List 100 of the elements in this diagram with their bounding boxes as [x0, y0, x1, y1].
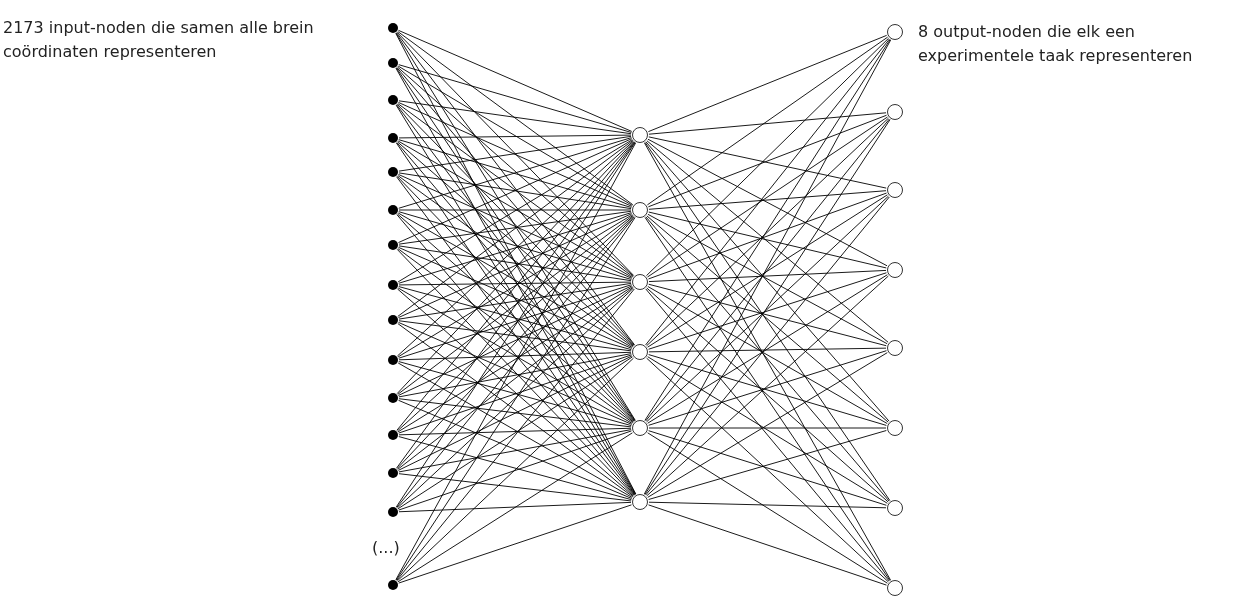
input-description: 2173 input-noden die samen alle brein coördinaten representeren: [3, 17, 315, 63]
connection-line: [397, 31, 634, 206]
input-dot: [388, 95, 398, 105]
node-circle: [887, 262, 903, 278]
input-dot: [388, 58, 398, 68]
node-circle: [632, 494, 648, 510]
output-description: 8 output-noden die elk een experimentele taak representeren: [918, 21, 1194, 67]
connection-line: [398, 102, 633, 207]
connection-line: [646, 36, 889, 206]
connection-line: [396, 31, 635, 276]
connection-line: [648, 504, 887, 586]
connection-line: [648, 112, 887, 135]
connection-line: [648, 269, 887, 283]
connection-line: [396, 288, 635, 581]
connection-line: [648, 501, 887, 509]
connection-line: [397, 248, 634, 424]
node-circle: [632, 202, 648, 218]
connection-line: [398, 64, 632, 133]
connection-line: [645, 38, 890, 346]
connection-line: [395, 217, 636, 581]
connection-line: [397, 66, 634, 277]
input-dot: [388, 355, 398, 365]
connection-line: [397, 65, 633, 206]
input-dot: [388, 240, 398, 250]
node-circle: [887, 24, 903, 40]
connection-line: [397, 432, 633, 583]
connection-line: [648, 211, 887, 269]
node-circle: [887, 182, 903, 198]
connection-line: [398, 354, 632, 434]
connection-line: [398, 430, 632, 511]
node-circle: [887, 104, 903, 120]
node-circle: [887, 420, 903, 436]
connection-line: [398, 361, 632, 427]
connection-line: [644, 217, 891, 581]
connection-line: [648, 427, 887, 429]
connection-line: [648, 136, 887, 189]
connection-line: [398, 399, 633, 499]
connection-line: [647, 34, 888, 133]
input-dot: [388, 580, 398, 590]
connection-line: [398, 351, 632, 361]
connection-line: [395, 142, 637, 581]
input-dot: [388, 167, 398, 177]
node-circle: [887, 340, 903, 356]
connection-line: [398, 504, 632, 584]
connection-line: [648, 190, 887, 210]
node-circle: [887, 580, 903, 596]
connection-line: [398, 281, 632, 286]
connection-line: [396, 357, 634, 582]
input-dot: [388, 430, 398, 440]
connection-line: [647, 138, 888, 267]
connection-line: [647, 116, 888, 278]
connection-line: [397, 323, 634, 498]
node-circle: [632, 420, 648, 436]
connection-line: [398, 210, 632, 245]
connection-line: [398, 282, 632, 320]
connection-line: [645, 288, 890, 582]
connection-line: [397, 139, 634, 317]
connection-line: [644, 39, 891, 421]
connection-line: [398, 436, 632, 501]
input-dot: [388, 315, 398, 325]
node-circle: [632, 344, 648, 360]
connection-line: [648, 272, 887, 350]
node-circle: [632, 274, 648, 290]
connection-line: [648, 192, 887, 280]
connection-line: [643, 142, 892, 581]
connection-line: [398, 138, 633, 243]
connection-line: [647, 432, 888, 584]
connection-line: [397, 355, 633, 471]
input-dot: [388, 280, 398, 290]
ellipsis-label: (...): [372, 537, 401, 559]
input-dot: [388, 393, 398, 403]
connection-line: [643, 39, 892, 495]
connection-line: [398, 285, 633, 396]
connection-line: [398, 398, 632, 428]
connection-line: [398, 246, 633, 349]
connection-line: [398, 134, 632, 139]
input-dot: [388, 468, 398, 478]
connection-line: [398, 429, 632, 473]
connection-line: [398, 172, 632, 210]
connection-line: [398, 213, 633, 318]
connection-line: [398, 174, 633, 279]
connection-line: [648, 283, 887, 347]
connection-line: [398, 29, 633, 132]
connection-line: [398, 321, 633, 425]
connection-line: [398, 427, 632, 436]
connection-line: [398, 353, 632, 398]
connection-line: [645, 37, 890, 277]
input-dot: [388, 205, 398, 215]
connection-line: [398, 209, 632, 211]
connection-line: [398, 473, 632, 502]
connection-line: [398, 501, 632, 513]
connection-line: [397, 175, 634, 348]
input-dot: [388, 507, 398, 517]
connection-line: [398, 320, 632, 352]
connection-line: [648, 347, 887, 353]
connection-line: [398, 135, 632, 172]
input-dot: [388, 133, 398, 143]
node-circle: [887, 500, 903, 516]
connection-line: [397, 103, 634, 278]
node-circle: [632, 127, 648, 143]
